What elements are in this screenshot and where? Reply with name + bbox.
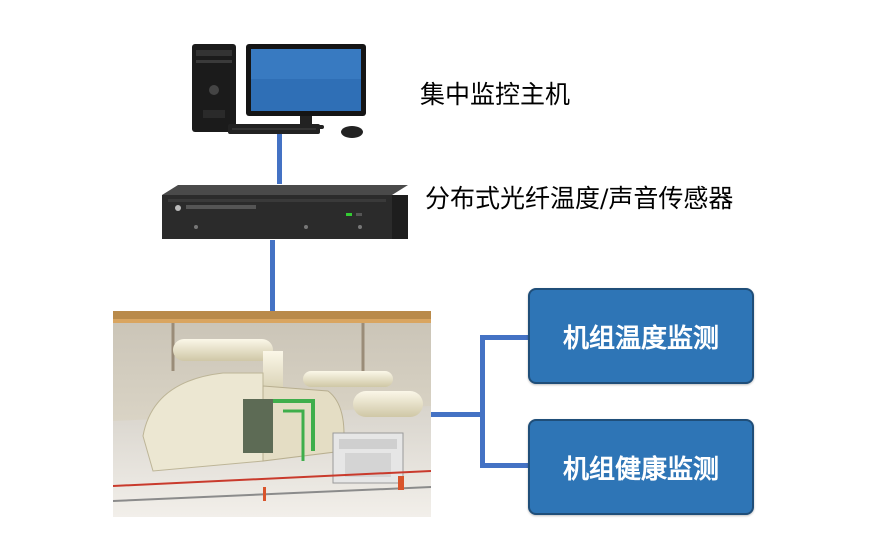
health-monitoring-box: 机组健康监测 xyxy=(528,419,754,515)
turbine-hall-photo xyxy=(113,311,431,517)
connector-sensor-hall xyxy=(270,240,275,312)
connector-to-temperature xyxy=(480,335,530,340)
connector-hall-branch xyxy=(430,412,482,417)
connector-host-sensor xyxy=(277,132,282,184)
host-label: 集中监控主机 xyxy=(420,80,571,109)
temperature-monitoring-box: 机组温度监测 xyxy=(528,288,754,384)
connector-branch-vertical xyxy=(480,335,485,468)
desktop-computer-icon xyxy=(192,44,366,138)
sensor-label: 分布式光纤温度/声音传感器 xyxy=(425,184,734,213)
rack-sensor-unit-icon xyxy=(162,185,408,239)
connector-to-health xyxy=(480,463,530,468)
